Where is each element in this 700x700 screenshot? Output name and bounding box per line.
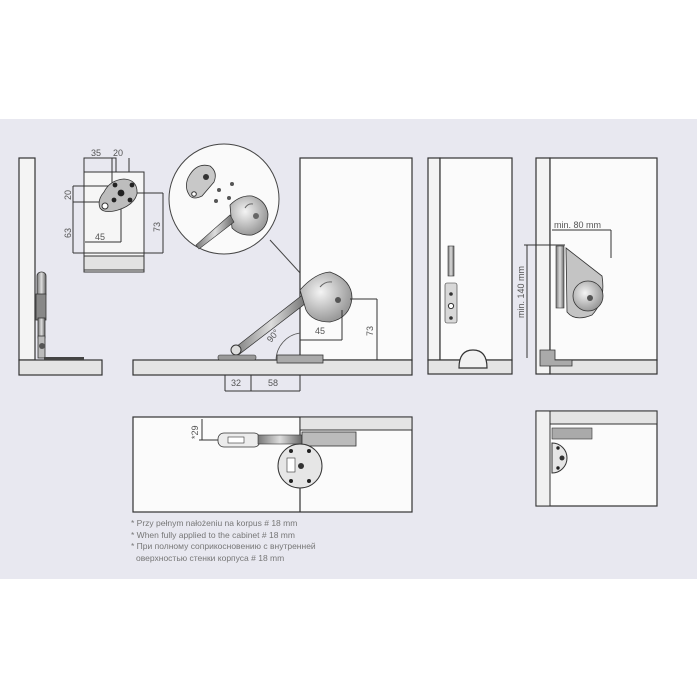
footnote-english: * When fully applied to the cabinet # 18… <box>131 529 295 540</box>
view-top: *29 <box>132 416 413 513</box>
dim-20-top: 20 <box>113 148 123 158</box>
footnotes: * Przy pełnym nałożeniu na korpus # 18 m… <box>131 518 316 564</box>
dim-45: 45 <box>95 232 105 242</box>
dim-63: 63 <box>63 228 73 238</box>
hinge-stay-folded-icon <box>35 271 84 360</box>
base-plate-icon <box>276 354 324 364</box>
view-mounted-min-dims: min. 80 mm min. 140 mm <box>516 157 658 375</box>
lift-stay-icon <box>217 271 353 361</box>
view-top-small <box>535 410 658 507</box>
base-bracket-icon <box>458 349 488 369</box>
view-mounting-plate: 35 20 20 63 45 73 <box>63 148 164 273</box>
stay-top-small-icon <box>551 427 593 474</box>
dim-min-height: min. 140 mm <box>516 266 526 318</box>
stay-mounted-icon <box>555 245 604 319</box>
view-side-closed <box>18 157 103 376</box>
dim-min-width: min. 80 mm <box>554 220 601 230</box>
mounting-plate-icon <box>98 178 138 212</box>
dim-73: 73 <box>152 222 162 232</box>
footnote-russian-2: оверхностью стенки корпуса # 18 mm <box>136 552 285 563</box>
dim-73-open: 73 <box>365 326 375 336</box>
footnote-polish: * Przy pełnym nałożeniu na korpus # 18 m… <box>131 518 298 528</box>
stay-closed-icon <box>444 245 458 324</box>
base-clip-icon <box>539 349 573 367</box>
stay-top-icon <box>217 431 357 489</box>
dim-offset: *29 <box>190 425 200 439</box>
dim-35: 35 <box>91 148 101 158</box>
dim-45-open: 45 <box>315 326 325 336</box>
dim-32: 32 <box>231 378 241 388</box>
view-cabinet-closed <box>427 157 513 375</box>
dim-20-left: 20 <box>63 190 73 200</box>
dim-58: 58 <box>268 378 278 388</box>
view-side-open: 90° 45 73 32 58 <box>132 157 413 392</box>
detail-exploded-view <box>168 143 313 287</box>
plate-detail-icon <box>186 164 234 203</box>
mechanism-detail-icon <box>195 195 269 250</box>
footnote-russian-1: * При полному соприкосновению с внутренн… <box>131 541 316 551</box>
